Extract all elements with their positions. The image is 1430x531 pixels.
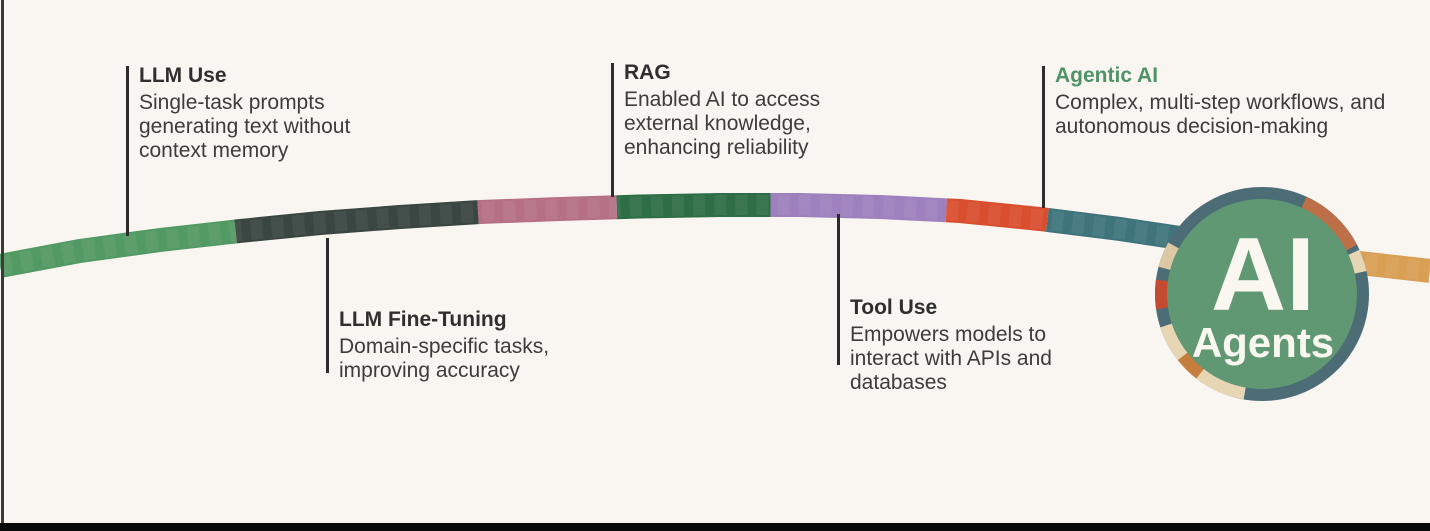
node-label-ai: AI	[1211, 217, 1315, 333]
band-segment-slate-fine-tune	[0, 193, 1430, 283]
milestone-title: LLM Use	[139, 64, 227, 87]
band-segment-darkgreen-rag	[0, 193, 1430, 283]
milestone-title: RAG	[624, 61, 671, 84]
ai-agents-node: AI Agents	[1155, 187, 1369, 401]
milestone-tick	[326, 238, 329, 373]
milestone-tick	[611, 63, 614, 197]
milestone-description: Single-task prompts generating text with…	[139, 91, 351, 162]
milestone-title: Tool Use	[850, 296, 938, 319]
left-frame-line	[1, 0, 4, 523]
milestone-description: Complex, multi-step workflows, and auton…	[1055, 91, 1386, 138]
milestone-tick	[1042, 66, 1045, 208]
milestone-description: Enabled AI to access external knowledge,…	[624, 88, 821, 159]
bottom-frame-bar	[0, 523, 1430, 531]
node-circle	[1167, 199, 1357, 389]
milestone-tick	[837, 214, 840, 365]
milestone-title: Agentic AI	[1055, 64, 1159, 87]
milestone-description: Domain-specific tasks, improving accurac…	[339, 335, 550, 382]
node-label-agents: Agents	[1192, 319, 1334, 366]
ring-patch-red-left	[1155, 187, 1369, 401]
milestone-tick	[126, 66, 129, 236]
milestone-title: LLM Fine-Tuning	[339, 308, 507, 331]
node-ring-patches	[1155, 187, 1369, 401]
milestone-description: Empowers models to interact with APIs an…	[850, 323, 1052, 394]
